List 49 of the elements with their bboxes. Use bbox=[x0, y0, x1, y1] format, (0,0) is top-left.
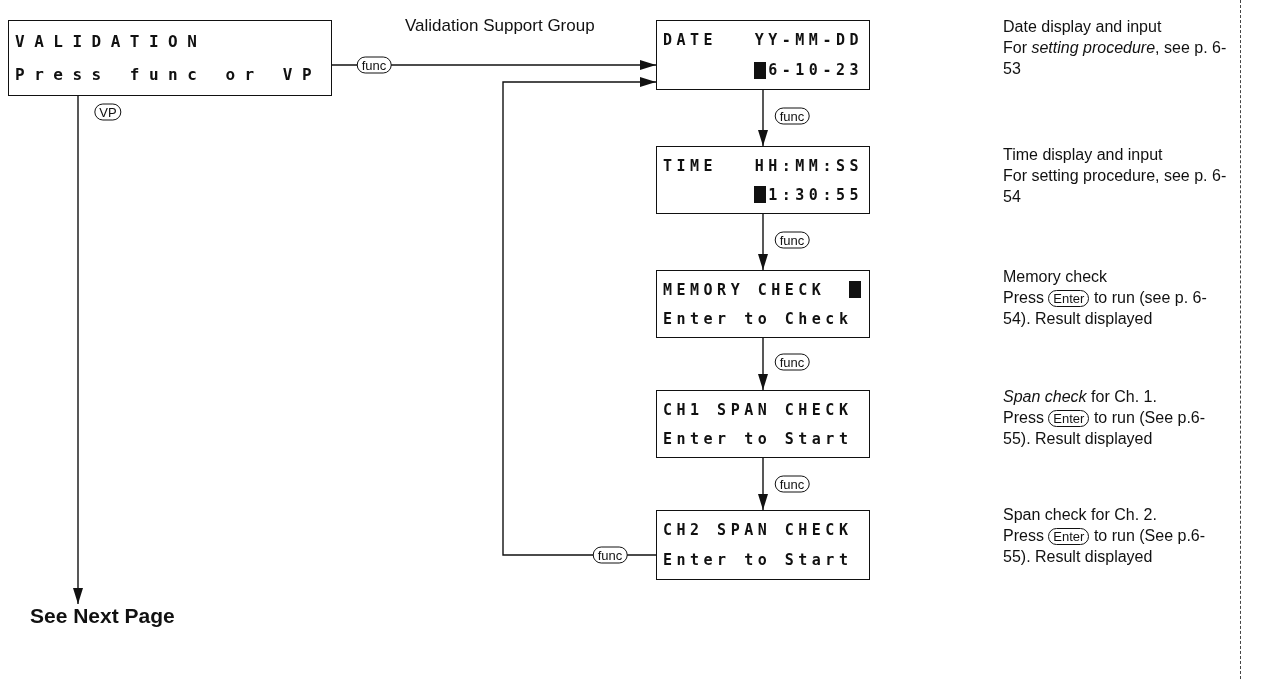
display-text: 6-10-23 bbox=[768, 61, 863, 79]
display-screen bbox=[8, 20, 332, 96]
arrow bbox=[331, 60, 657, 70]
next-page-text: See Next Page bbox=[30, 604, 175, 628]
key-label: func bbox=[592, 546, 628, 564]
arrow bbox=[758, 337, 768, 391]
display-text: CH2 SPAN CHECK bbox=[663, 521, 853, 539]
key-label: func bbox=[774, 231, 810, 249]
key-label: func bbox=[774, 475, 810, 493]
arrow bbox=[758, 89, 768, 147]
display-text: CH1 SPAN CHECK bbox=[663, 400, 853, 419]
key-label: VP bbox=[94, 103, 122, 121]
description-heading: Span check for Ch. 2. bbox=[1003, 505, 1158, 525]
display-text: YY-MM-DD bbox=[754, 31, 863, 49]
display-screen bbox=[656, 146, 870, 214]
description-heading: Time display and input bbox=[1003, 145, 1164, 165]
description-text: Press Enter to run (See p.6-55). Result displayed bbox=[1003, 526, 1207, 568]
display-text: DATE bbox=[663, 31, 718, 49]
group-heading: Validation Support Group bbox=[405, 16, 595, 36]
description-text: For setting procedure, see p. 6-53 bbox=[1003, 38, 1228, 80]
display-text: Enter to Start bbox=[663, 551, 853, 569]
display-text: Enter to Check bbox=[663, 309, 853, 328]
display-text: 1:30:55 bbox=[768, 185, 863, 204]
description-text: For setting procedure, see p. 6-54 bbox=[1003, 166, 1228, 208]
enter-key: Enter bbox=[1048, 410, 1090, 428]
display-text: Enter to Start bbox=[663, 429, 853, 448]
display-screen bbox=[656, 20, 870, 90]
key-label: func bbox=[774, 107, 810, 125]
arrow bbox=[73, 95, 83, 605]
description-heading: Span check for Ch. 1. bbox=[1003, 387, 1158, 407]
key-label: func bbox=[356, 56, 392, 74]
enter-key: Enter bbox=[1048, 528, 1090, 546]
display-screen bbox=[656, 270, 870, 338]
display-text: TIME bbox=[663, 156, 718, 175]
arrow bbox=[758, 213, 768, 271]
key-label: func bbox=[774, 353, 810, 371]
display-text: HH:MM:SS bbox=[754, 156, 863, 175]
description-text: Press Enter to run (see p. 6-54). Result displayed bbox=[1003, 288, 1208, 330]
description-heading: Memory check bbox=[1003, 267, 1109, 287]
arrow bbox=[758, 457, 768, 511]
display-text: MEMORY CHECK bbox=[663, 280, 826, 299]
description-heading: Date display and input bbox=[1003, 17, 1163, 37]
display-text: Press func or VP bbox=[15, 64, 322, 85]
display-screen bbox=[656, 510, 870, 580]
arrow bbox=[502, 77, 657, 556]
display-screen bbox=[656, 390, 870, 458]
enter-key: Enter bbox=[1048, 290, 1090, 308]
description-text: Press Enter to run (See p.6-55). Result displayed bbox=[1003, 408, 1207, 450]
display-text: VALIDATION bbox=[15, 31, 207, 52]
